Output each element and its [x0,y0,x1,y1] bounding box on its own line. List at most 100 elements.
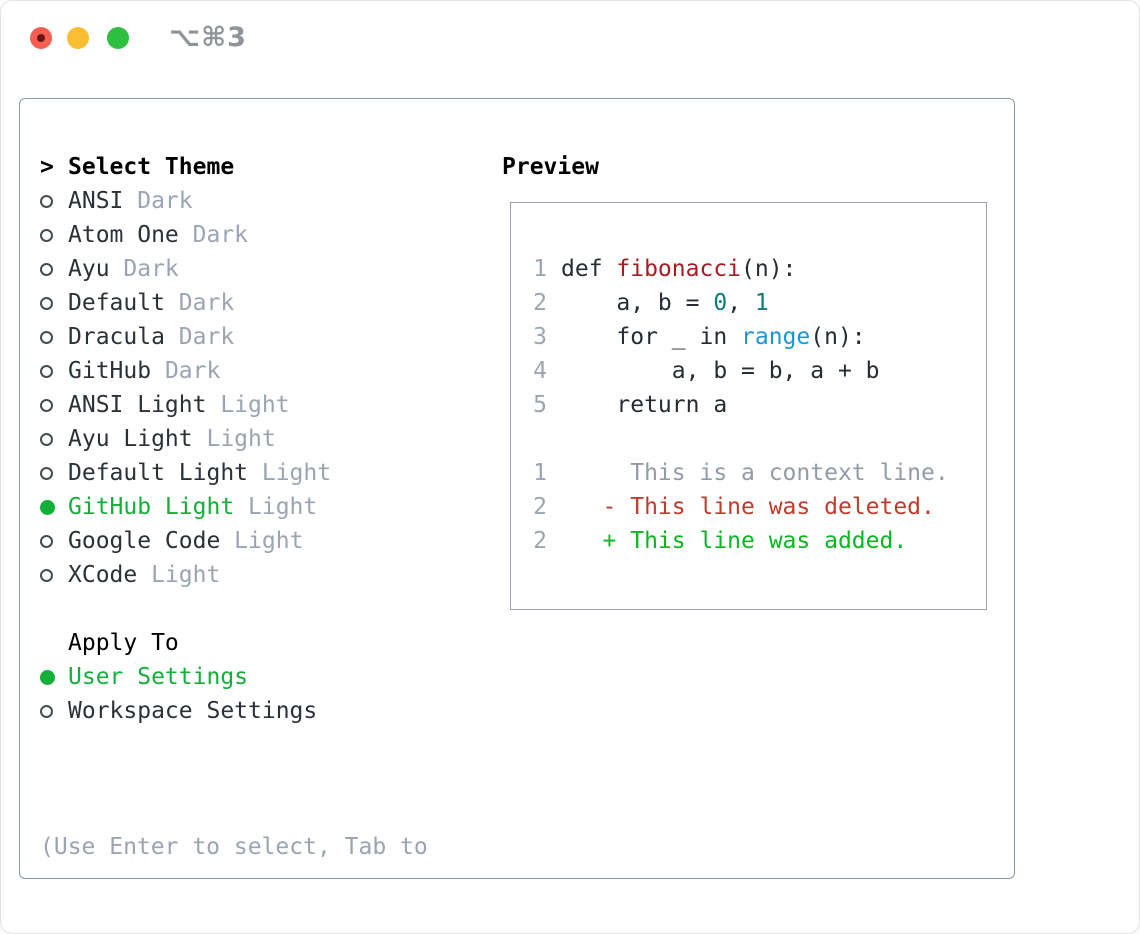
spacer [40,728,428,762]
apply-to-option[interactable]: User Settings [40,660,428,694]
code-line: 2 + This line was added. [511,524,986,558]
line-number: 4 [533,358,547,384]
option-variant-tag: Dark [123,188,193,214]
code-content: for _ in range(n): [561,324,866,350]
line-number: 2 [533,528,547,554]
option-variant-tag: Light [234,494,318,520]
code-content: a, b = 0, 1 [561,290,769,316]
option-label: ANSI Light [68,392,207,418]
theme-option[interactable]: Ayu Dark [40,252,428,286]
theme-option[interactable]: Ayu Light Light [40,422,428,456]
circle-outline-icon [40,534,53,548]
code-preview: 1 def fibonacci(n): 2 a, b = 0, 1 3 for _ i… [511,252,986,558]
preview-box: 1 def fibonacci(n): 2 a, b = 0, 1 3 for _ i… [510,202,987,610]
help-line-1: (Use Enter to select, Tab to [40,834,428,860]
option-label: Ayu Light [68,426,193,452]
option-label: User Settings [68,664,249,690]
apply-to-option[interactable]: Workspace Settings [40,694,428,728]
theme-option[interactable]: Google Code Light [40,524,428,558]
line-number: 2 [533,290,547,316]
theme-option[interactable]: ANSI Dark [40,184,428,218]
option-label: Default [68,290,165,316]
code-line: 1 This is a context line. [511,456,986,490]
option-variant-tag: Dark [164,290,235,316]
circle-outline-icon [40,228,53,242]
option-variant-tag: Dark [164,324,235,350]
radio-selected-icon [40,499,68,515]
radio-unselected-icon [40,568,68,582]
option-variant-tag: Light [248,460,332,486]
zoom-button[interactable] [107,27,129,49]
option-label: Ayu [68,256,110,282]
theme-option[interactable]: XCode Light [40,558,428,592]
code-line: 2 a, b = 0, 1 [511,286,986,320]
radio-unselected-icon [40,534,68,548]
circle-outline-icon [40,262,53,276]
theme-option[interactable]: Default Light Light [40,456,428,490]
code-line: 5 return a [511,388,986,422]
theme-option[interactable]: GitHub Dark [40,354,428,388]
option-variant-tag: Light [192,426,276,452]
option-label: Default Light [68,460,249,486]
preview-title: Preview [502,154,599,180]
radio-unselected-icon [40,262,68,276]
option-label: Google Code [68,528,221,554]
help-text: (Use Enter to select, Tab to change focu… [40,762,428,933]
option-label: XCode [68,562,138,588]
radio-unselected-icon [40,330,68,344]
circle-outline-icon [40,568,53,582]
apply-to-header: Apply To [40,626,428,660]
radio-unselected-icon [40,194,68,208]
code-line: 2 - This line was deleted. [511,490,986,524]
option-label: Atom One [68,222,179,248]
code-content: return a [561,392,728,418]
line-number: 2 [533,494,547,520]
circle-outline-icon [40,398,53,412]
option-label: GitHub [68,358,152,384]
window-title: ⌥⌘3 [169,22,247,53]
radio-unselected-icon [40,704,68,718]
circle-outline-icon [40,296,53,310]
code-content: def fibonacci(n): [561,256,797,282]
theme-option[interactable]: Atom One Dark [40,218,428,252]
theme-option[interactable]: Default Dark [40,286,428,320]
code-content: - This line was deleted. [561,494,935,520]
filled-dot-icon [40,499,55,515]
option-label: Workspace Settings [68,698,318,724]
code-content: + This line was added. [561,528,908,554]
close-button[interactable] [30,27,52,49]
circle-outline-icon [40,330,53,344]
option-label: ANSI [68,188,124,214]
code-line [511,422,986,456]
theme-option[interactable]: ANSI Light Light [40,388,428,422]
radio-unselected-icon [40,364,68,378]
code-line: 4 a, b = b, a + b [511,354,986,388]
minimize-button[interactable] [67,27,89,49]
unsaved-changes-dot-icon [37,34,45,42]
circle-outline-icon [40,432,53,446]
circle-outline-icon [40,704,53,718]
line-number: 3 [533,324,547,350]
radio-unselected-icon [40,296,68,310]
theme-option[interactable]: GitHub Light Light [40,490,428,524]
option-label: Dracula [68,324,165,350]
radio-unselected-icon [40,432,68,446]
line-number: 1 [533,256,547,282]
radio-unselected-icon [40,466,68,480]
theme-option[interactable]: Dracula Dark [40,320,428,354]
option-variant-tag: Dark [151,358,221,384]
line-number: 5 [533,392,547,418]
option-label: GitHub Light [68,494,235,520]
radio-unselected-icon [40,228,68,242]
apply-to-title: Apply To [68,630,179,656]
select-theme-title: Select Theme [68,154,235,180]
spacer [40,592,428,626]
option-variant-tag: Dark [178,222,249,248]
code-content: a, b = b, a + b [561,358,880,384]
option-variant-tag: Light [206,392,290,418]
